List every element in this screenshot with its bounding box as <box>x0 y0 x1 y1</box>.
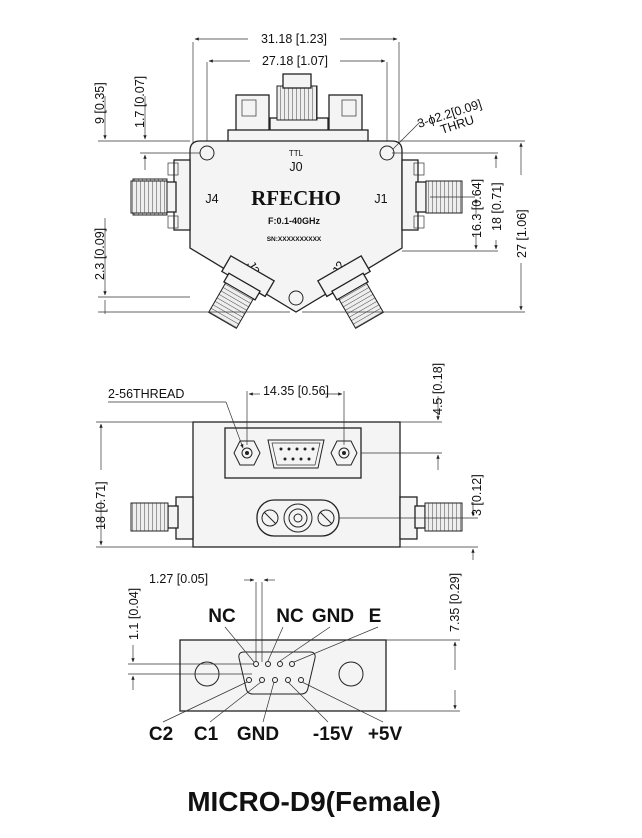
caption: MICRO-D9(Female) <box>187 786 441 817</box>
dim-1-27: 1.27 [0.05] <box>149 572 208 586</box>
pin-label-gnd-2: GND <box>237 724 279 745</box>
dim-1-1: 1.1 [0.04] <box>127 588 141 640</box>
height-9-dim: 9 [0.35] <box>93 82 107 124</box>
overall-width-dim: 31.18 [1.23] <box>261 32 327 46</box>
connector-j3 <box>207 254 276 329</box>
hex-nut <box>330 440 358 466</box>
hole-spacing-dim: 27.18 [1.07] <box>262 54 328 68</box>
connector-plate <box>179 639 387 712</box>
ttl-label: TTL <box>289 149 304 158</box>
pin-label-plus5v: +5V <box>368 724 403 745</box>
pin-label-gnd: GND <box>312 606 354 627</box>
pin-label-nc-1: NC <box>208 606 236 627</box>
dim-4-5: 4.5 [0.18] <box>431 363 445 415</box>
dim-16-3: 16.3 [0.64] <box>470 179 484 238</box>
mounting-hole <box>288 290 304 306</box>
dim-7-35: 7.35 [0.29] <box>448 573 462 632</box>
dim-14-35: 14.35 [0.56] <box>263 384 329 398</box>
dim-18: 18 [0.71] <box>490 182 504 231</box>
hex-nut <box>233 440 261 466</box>
connector-j0 <box>227 73 369 143</box>
d9-receptacle <box>238 651 316 695</box>
frequency-label: F:0.1-40GHz <box>268 216 321 226</box>
brand-label: RFECHO <box>251 186 341 210</box>
connector-j1 <box>401 159 463 231</box>
thread-label: 2-56THREAD <box>108 387 184 401</box>
connector-j4 <box>130 159 191 231</box>
connector-j2 <box>316 254 385 329</box>
serial-label: SN:XXXXXXXXXX <box>267 236 322 243</box>
j1-label: J1 <box>374 192 387 206</box>
pin-label-c1: C1 <box>194 724 219 745</box>
j0-label: J0 <box>289 160 302 174</box>
d9-shell <box>267 439 325 469</box>
height-1-7-dim: 1.7 [0.07] <box>133 76 147 128</box>
dim-2-3: 2.3 [0.09] <box>93 228 107 280</box>
dim-18-side: 18 [0.71] <box>94 481 108 530</box>
side-view: 2-56THREAD 14.35 [0.56] 4.5 [0.18] 18 [0… <box>94 363 484 560</box>
connector-view: NC NC GND E C2 C1 GND -15V +5V 1.27 [0.0… <box>127 572 462 745</box>
pin-label-c2: C2 <box>149 724 173 745</box>
dim-27: 27 [1.06] <box>515 209 529 258</box>
top-view: 31.18 [1.23] 27.18 [1.07] TTL J0 J4 J1 J… <box>93 32 529 329</box>
pin-label-nc-2: NC <box>276 606 304 627</box>
pin-label-minus15v: -15V <box>313 724 353 745</box>
j4-label: J4 <box>205 192 218 206</box>
pin-label-e: E <box>369 606 382 627</box>
dim-3: 3 [0.12] <box>470 474 484 516</box>
